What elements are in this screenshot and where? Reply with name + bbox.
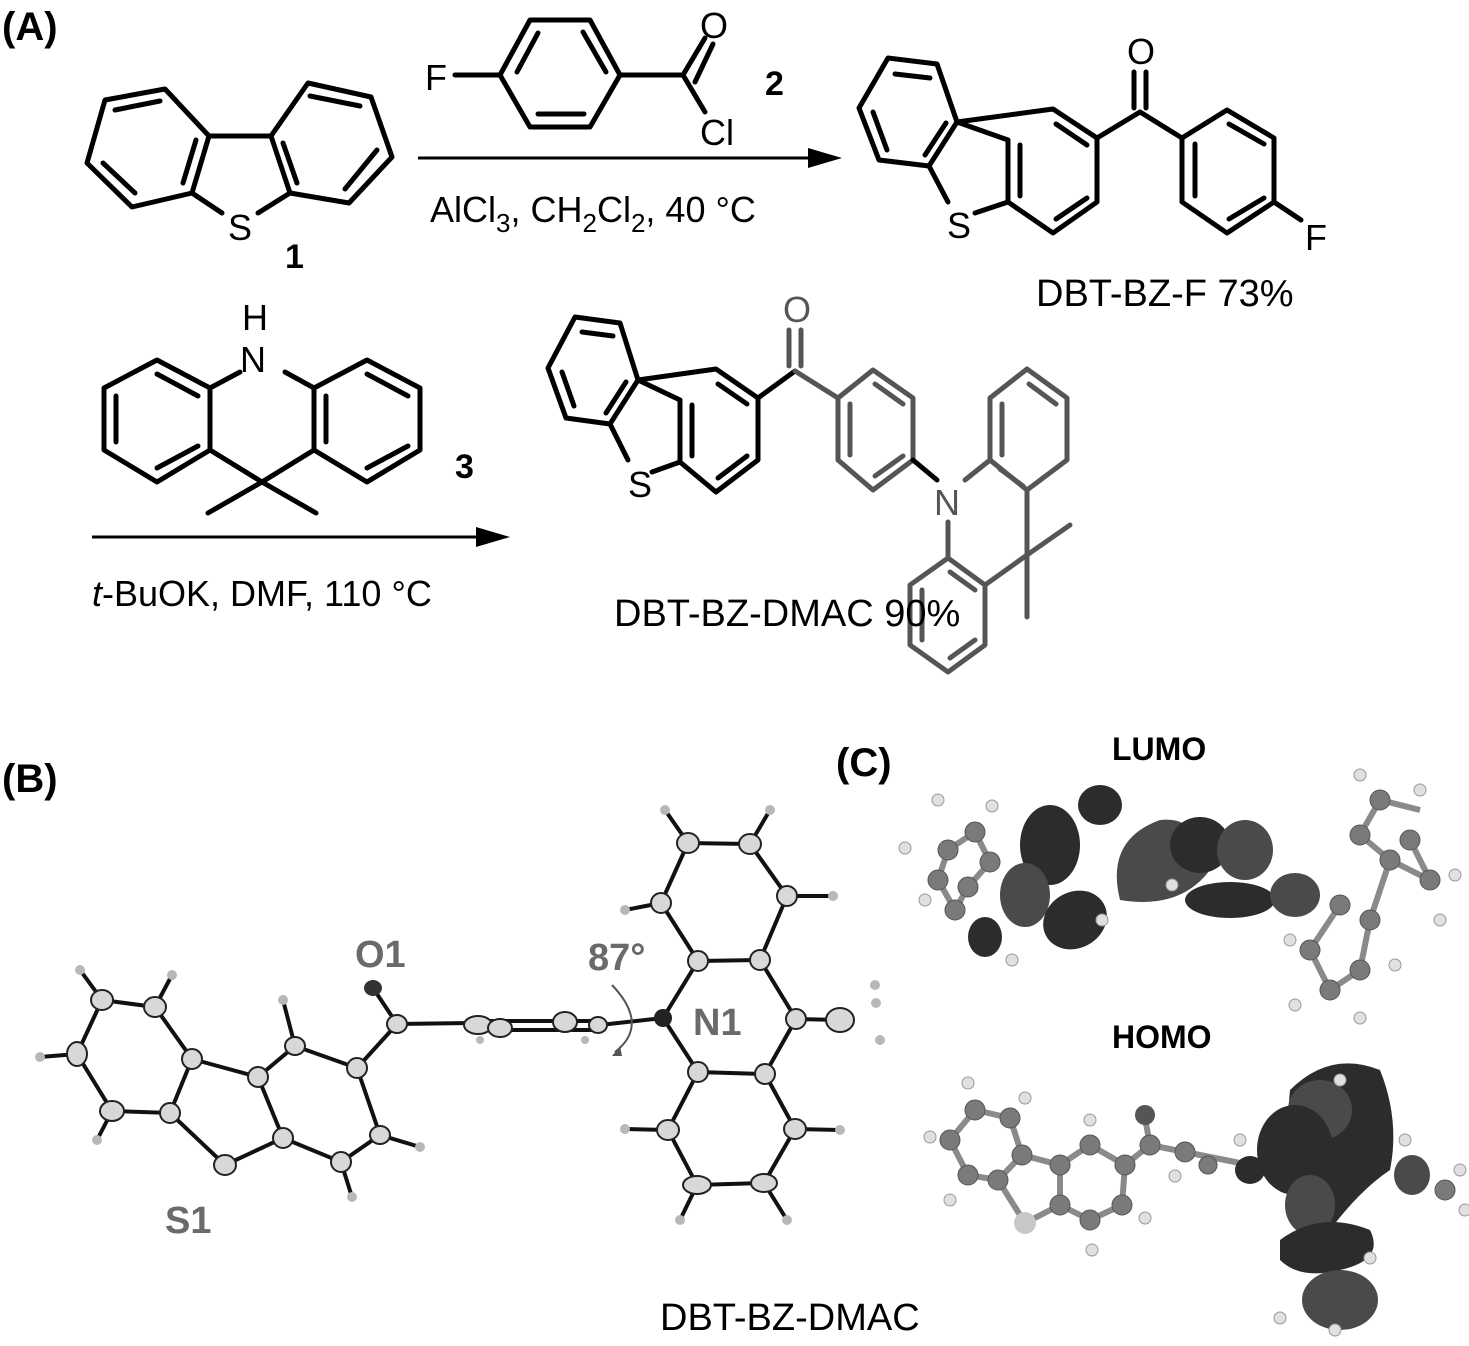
compound-1-structure: S 1 (84, 80, 395, 276)
step2-conditions: t-BuOK, DMF, 110 °C (92, 573, 432, 614)
panel-label-c: (C) (836, 741, 892, 785)
lumo-title: LUMO (1112, 731, 1206, 767)
panel-label-b: (B) (2, 757, 58, 801)
compound-number-1: 1 (285, 238, 304, 276)
atom-f: F (1305, 217, 1327, 258)
panel-label-a: (A) (2, 5, 58, 49)
label-o1: O1 (355, 934, 406, 976)
product-dbt-bz-f-label: DBT-BZ-F 73% (1036, 273, 1294, 315)
lumo-orbital-render (898, 768, 1462, 1025)
reaction-arrow-2 (92, 527, 510, 547)
atom-n: N (934, 482, 960, 523)
atom-o: O (1127, 31, 1155, 72)
reaction-arrow-1 (418, 148, 842, 168)
crystal-caption: DBT-BZ-DMAC (660, 1297, 920, 1339)
atom-cl: Cl (700, 112, 734, 153)
crystal-structure-ortep: O1 S1 N1 87° (35, 805, 885, 1242)
product-dbt-bz-dmac-label: DBT-BZ-DMAC 90% (614, 593, 960, 635)
atom-s: S (947, 205, 971, 246)
step1-conditions: AlCl3, CH2Cl2, 40 °C (430, 189, 756, 238)
label-s1: S1 (165, 1200, 211, 1242)
compound-number-3: 3 (455, 448, 474, 486)
atom-s: S (628, 464, 652, 505)
atom-o: O (700, 5, 728, 46)
label-n1: N1 (693, 1002, 742, 1044)
atom-o: O (783, 289, 811, 330)
homo-orbital-render (923, 1063, 1469, 1337)
homo-title: HOMO (1112, 1019, 1212, 1055)
compound-3-structure: H N 3 (101, 297, 474, 516)
compound-2-structure: F O Cl 2 (425, 5, 784, 153)
product-dbt-bz-f-structure: S O F DBT-BZ-F 73% (856, 31, 1327, 315)
atom-n: N (240, 339, 266, 380)
atom-f: F (425, 57, 447, 98)
label-dihedral-angle: 87° (588, 937, 645, 979)
product-dbt-bz-dmac-structure: S O N DBT-BZ-DMAC 90% (545, 289, 1073, 675)
compound-number-2: 2 (765, 65, 784, 103)
atom-s: S (228, 207, 252, 248)
atom-h: H (242, 297, 268, 338)
